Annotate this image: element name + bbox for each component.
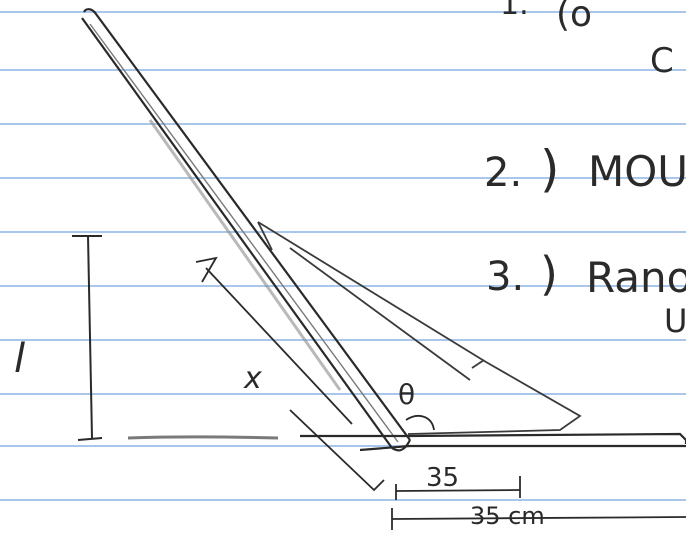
- height-marker: [72, 235, 103, 441]
- inclined-board: [81, 8, 411, 452]
- note-number: 2.: [484, 150, 522, 196]
- angle-arc: [405, 415, 435, 431]
- base-total-label: 35 cm: [470, 502, 545, 530]
- note-item-3: 3. ) Rano U: [486, 247, 686, 340]
- angle-label: θ: [398, 378, 415, 411]
- length-label: x: [243, 361, 262, 396]
- support-wedge: [257, 221, 582, 435]
- note-item-2: 2. ) MOU: [484, 140, 686, 198]
- note-text-line2: U: [664, 302, 686, 340]
- note-item-1: 1. (o C: [500, 0, 674, 81]
- note-text: Rano: [586, 253, 686, 302]
- base-distance-label: 35: [426, 463, 459, 493]
- ground-line-left: [127, 435, 279, 440]
- note-paren: ): [540, 140, 560, 198]
- ruled-lines: [0, 11, 686, 501]
- note-paren: ): [540, 247, 558, 301]
- note-text-line2: C: [650, 41, 674, 81]
- height-label: l: [14, 336, 25, 382]
- note-text: MOU: [588, 147, 686, 196]
- note-number: 3.: [486, 254, 524, 300]
- note-text: (o: [556, 0, 592, 35]
- base-platform: [300, 432, 686, 452]
- base-dimension: [391, 476, 686, 530]
- note-number: 1.: [500, 0, 529, 22]
- length-dimension: [195, 256, 385, 492]
